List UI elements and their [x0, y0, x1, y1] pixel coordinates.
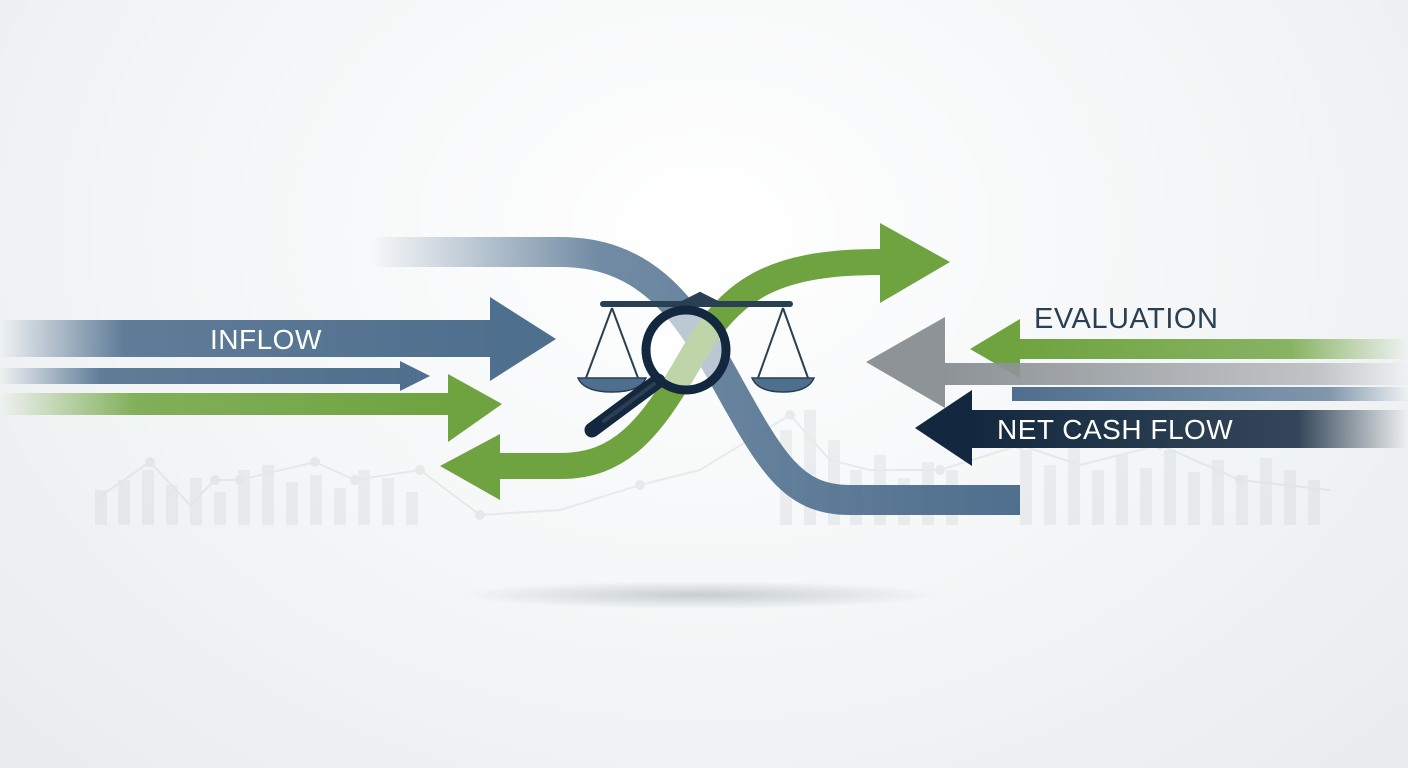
net-cash-flow-arrow — [915, 390, 1408, 466]
inflow-arrow-green — [0, 374, 502, 442]
outflow-arrow-green-left — [440, 434, 500, 500]
background-trend-line — [94, 413, 1331, 517]
inflow-arrow-main — [0, 297, 556, 381]
floor-shadow — [460, 581, 940, 609]
net-cash-flow-label: NET CASH FLOW — [997, 414, 1234, 445]
balance-scale-icon — [576, 291, 816, 393]
magnifying-glass-icon — [584, 305, 731, 438]
evaluation-arrow-gray — [866, 317, 1408, 408]
inflow-label: INFLOW — [210, 324, 322, 355]
inflow-arrow-thin — [0, 361, 430, 391]
evaluation-arrow-blue-thin — [1012, 387, 1408, 401]
evaluation-label: EVALUATION — [1034, 303, 1219, 335]
evaluation-arrow-green-up — [880, 223, 950, 303]
